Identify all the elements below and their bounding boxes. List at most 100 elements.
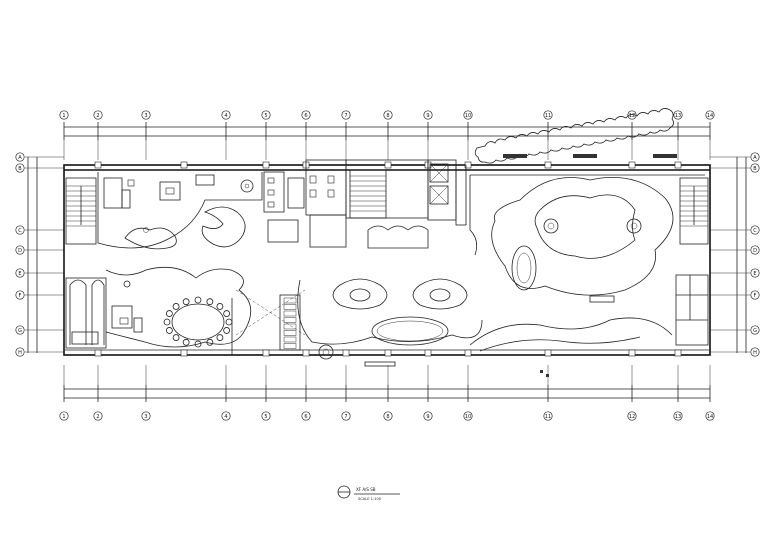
grid-bubble-bottom-9-label: 9 <box>426 414 429 420</box>
planting-cloud-strip <box>474 108 677 164</box>
right-row-bubbles: AB C D E F G H <box>710 152 760 357</box>
grid-bubble-bottom-3-label: 3 <box>144 414 147 420</box>
grid-bubble-top-6: 6 <box>301 110 311 120</box>
drawing-scale: SCALE 1:100 <box>358 497 382 501</box>
column-bottom <box>628 349 636 357</box>
grid-bubble-bottom-8: 8 <box>383 411 393 421</box>
column-top <box>94 161 102 169</box>
bottom-left-room <box>65 266 252 349</box>
right-dimension-chain <box>736 157 747 353</box>
grid-bubble-left-3-label: C <box>18 228 22 234</box>
grid-bubble-right-1-label: A <box>753 155 757 161</box>
column-bottom <box>544 349 552 357</box>
grid-bubble-right-6: F <box>750 290 760 300</box>
grid-bubble-top-1-label: 1 <box>62 113 65 119</box>
column-bottom <box>302 349 310 357</box>
office-room-top-left <box>97 172 263 250</box>
central-stair-lift-core <box>309 159 467 249</box>
grid-bubble-top-8-label: 8 <box>386 113 389 119</box>
column-top <box>628 161 636 169</box>
grid-bubble-right-2: B <box>750 163 760 173</box>
grid-bubble-left-4: D <box>15 245 25 255</box>
grid-bubble-bottom-12: 12 <box>627 411 637 421</box>
grid-bubble-bottom-2: 2 <box>93 411 103 421</box>
column-bottom <box>262 349 270 357</box>
grid-bubble-top-2: 2 <box>93 110 103 120</box>
grid-bubble-right-5-label: E <box>753 271 756 277</box>
grid-bubble-left-8: H <box>15 347 25 357</box>
grid-bubble-top-4: 4 <box>221 110 231 120</box>
grid-bubble-bottom-8-label: 8 <box>386 414 389 420</box>
column-bottom <box>180 349 188 357</box>
grid-bubble-right-8-label: H <box>753 350 757 356</box>
grid-bubble-top-9: 9 <box>423 110 433 120</box>
grid-bubble-left-6: F <box>15 290 25 300</box>
grid-bubble-top-12: 12 <box>627 110 637 120</box>
grid-bubble-left-1-label: A <box>18 155 22 161</box>
bottom-dimension-chain <box>63 365 711 402</box>
column-bottom <box>424 349 432 357</box>
left-dimension-chain <box>27 157 38 353</box>
grid-bubble-left-6-label: F <box>19 293 22 299</box>
grid-bubble-right-4: D <box>750 245 760 255</box>
grid-bubble-right-4-label: D <box>753 248 757 254</box>
grid-bubble-bottom-5: 5 <box>261 411 271 421</box>
shelving-column <box>279 294 301 351</box>
grid-bubble-top-14: 14 <box>705 110 715 120</box>
grid-bubble-left-8-label: H <box>18 350 22 356</box>
meeting-room <box>163 289 306 355</box>
grid-bubble-bottom-5-label: 5 <box>264 414 267 420</box>
grid-bubble-bottom-7: 7 <box>341 411 351 421</box>
grid-bubble-bottom-14-label: 14 <box>707 414 713 420</box>
grid-bubble-bottom-13-label: 13 <box>675 414 681 420</box>
column-top <box>674 161 682 169</box>
grid-bubble-right-2-label: B <box>753 166 757 172</box>
grid-bubble-top-11-label: 11 <box>545 113 551 119</box>
column-bottom <box>94 349 102 357</box>
grid-bubble-bottom-13: 13 <box>673 411 683 421</box>
grid-bubble-left-2: B <box>15 163 25 173</box>
grid-bubble-top-12-label: 12 <box>629 113 635 119</box>
grid-bubble-bottom-4-label: 4 <box>224 414 227 420</box>
grid-bubble-bottom-14: 14 <box>705 411 715 421</box>
grid-bubble-top-9-label: 9 <box>426 113 429 119</box>
grid-bubble-right-1: A <box>750 152 760 162</box>
grid-bubble-left-5-label: E <box>18 271 21 277</box>
grid-bubble-top-13-label: 13 <box>675 113 681 119</box>
grid-bubble-right-5: E <box>750 268 760 278</box>
right-storage-rooms <box>675 274 709 346</box>
grid-bubble-bottom-10: 10 <box>463 411 473 421</box>
grid-bubble-right-6-label: F <box>754 293 757 299</box>
grid-bubble-bottom-4: 4 <box>221 411 231 421</box>
grid-bubble-top-13: 13 <box>673 110 683 120</box>
grid-bubble-right-7: G <box>750 325 760 335</box>
grid-bubble-bottom-1: 1 <box>59 411 69 421</box>
toilet-block <box>263 159 347 243</box>
grid-bubble-bottom-3: 3 <box>141 411 151 421</box>
column-bottom <box>674 349 682 357</box>
grid-bubble-left-2-label: B <box>18 166 22 172</box>
grid-bubble-bottom-10-label: 10 <box>465 414 471 420</box>
grid-bubble-top-5-label: 5 <box>264 113 267 119</box>
grid-bubble-top-10-label: 10 <box>465 113 471 119</box>
grid-bubble-bottom-2-label: 2 <box>96 414 99 420</box>
reception-open-area <box>469 174 705 303</box>
grid-bubble-left-4-label: D <box>18 248 22 254</box>
outer-walls <box>63 164 711 356</box>
grid-bubble-top-3-label: 3 <box>144 113 147 119</box>
central-lobby <box>297 278 483 367</box>
grid-bubble-right-3-label: C <box>753 228 757 234</box>
column-top <box>262 161 270 169</box>
grid-bubble-top-14-label: 14 <box>707 113 713 119</box>
structural-columns <box>94 161 682 357</box>
grid-bubble-bottom-7-label: 7 <box>344 414 347 420</box>
grid-bubble-top-4-label: 4 <box>224 113 227 119</box>
column-top <box>544 161 552 169</box>
grid-bubble-left-3: C <box>15 225 25 235</box>
grid-bubble-bottom-11: 11 <box>543 411 553 421</box>
scatter-marks <box>540 370 549 377</box>
grid-bubble-top-7-label: 7 <box>344 113 347 119</box>
